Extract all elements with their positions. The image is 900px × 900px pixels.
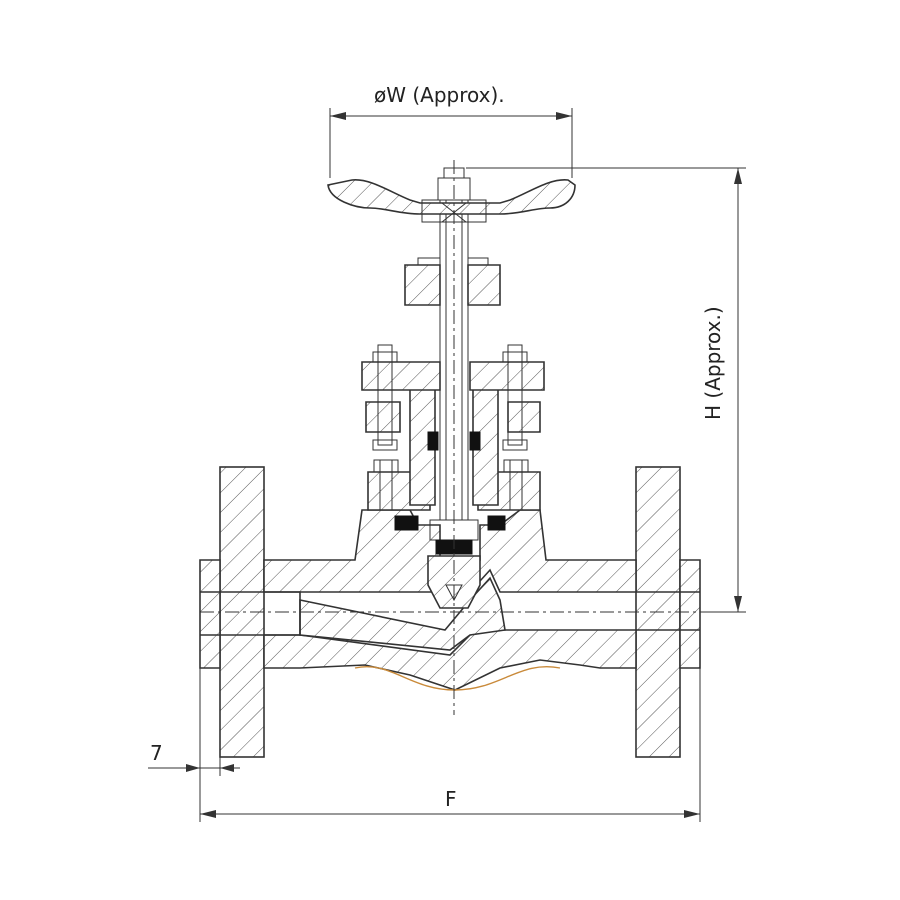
left-pipe-section (199, 559, 221, 669)
casting-edge-curve (354, 666, 561, 691)
stud-bolt-left (377, 344, 393, 446)
flange-thickness-label: 7 (150, 741, 163, 765)
face-to-face-label: F (445, 787, 457, 811)
bore (200, 591, 301, 636)
gland-flange (361, 361, 441, 391)
bolts (372, 344, 529, 511)
valve-disc (427, 555, 481, 609)
bonnet-seal (394, 515, 419, 531)
stem-packing (427, 431, 439, 451)
handwheel-diameter-label: øW (Approx). (374, 83, 505, 107)
handwheel-rim (327, 179, 576, 215)
yoke-nut (404, 264, 441, 306)
dimension-face-to-face: F (199, 668, 701, 822)
seat-web (299, 576, 506, 651)
dimension-flange-thickness: 7 (148, 741, 240, 776)
dimension-handwheel-diameter: øW (Approx). (329, 83, 573, 178)
height-label: H (Approx.) (701, 306, 725, 420)
stud-bolt-right (507, 344, 523, 446)
bonnet-assembly (361, 257, 545, 531)
handwheel (327, 167, 576, 223)
dimension-height: H (Approx.) (466, 167, 746, 613)
valve-body (199, 466, 701, 758)
